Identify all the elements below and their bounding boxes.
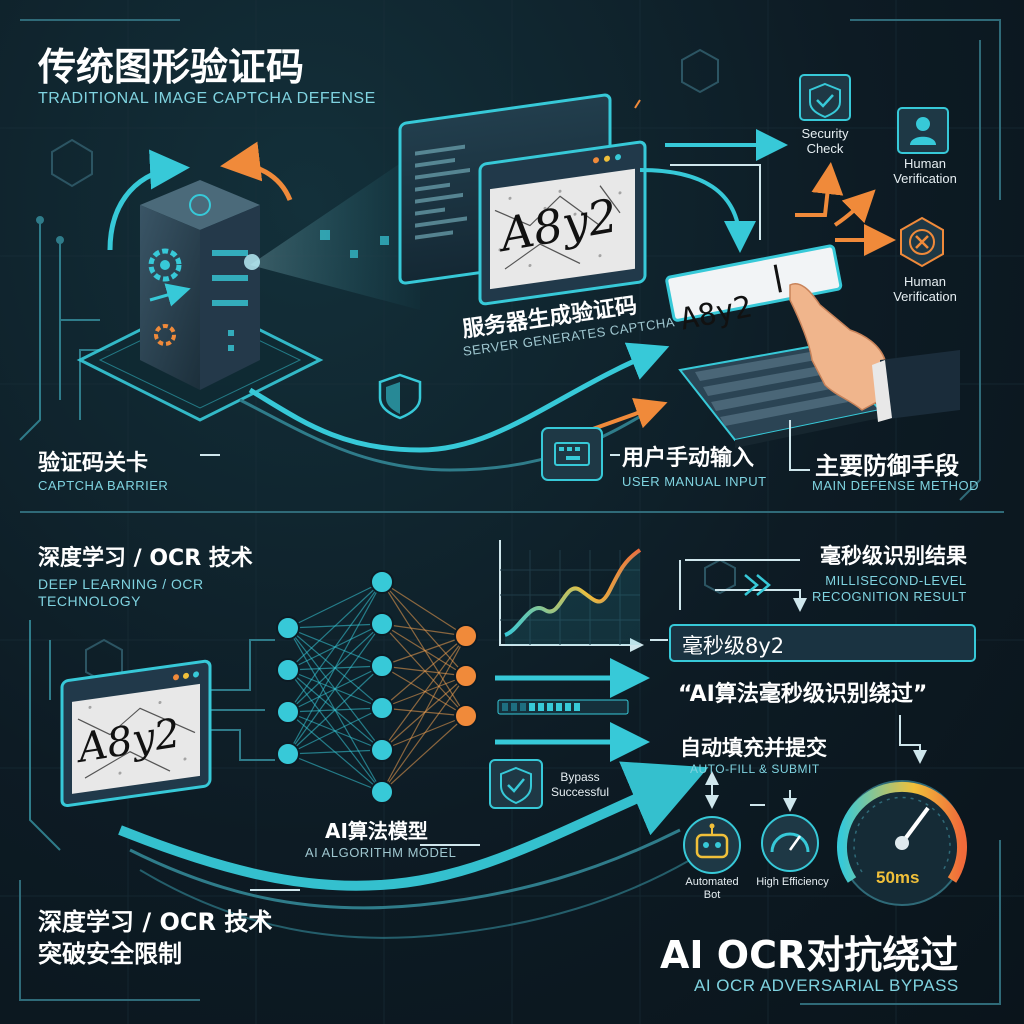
nn-connection xyxy=(287,623,383,755)
nn-node xyxy=(276,658,300,682)
result-box xyxy=(669,624,976,662)
breach-label: 深度学习 / OCR 技术突破安全限制 xyxy=(38,908,273,968)
nn-connection xyxy=(381,581,467,677)
progress-segment xyxy=(574,703,580,711)
manual-input-label: 用户手动输入 xyxy=(622,446,755,471)
captcha-window xyxy=(478,140,647,306)
nn-connection xyxy=(381,623,467,717)
progress-segment xyxy=(502,703,508,711)
nn-connection xyxy=(287,749,383,755)
nn-connection xyxy=(381,665,467,677)
pointing-hand-illustration xyxy=(789,283,960,422)
nn-node xyxy=(454,624,478,648)
user-verification-icon xyxy=(897,107,949,154)
nn-connection xyxy=(381,707,467,717)
top-subtitle: TRADITIONAL IMAGE CAPTCHA DEFENSE xyxy=(38,90,376,107)
nn-connection xyxy=(287,581,383,671)
fast-forward-icon xyxy=(744,574,771,596)
nn-connection xyxy=(381,665,467,717)
nn-node xyxy=(370,738,394,762)
speed-value: 50ms xyxy=(876,868,920,887)
nn-connection xyxy=(287,581,383,755)
nn-connection xyxy=(287,665,383,755)
nn-node xyxy=(370,570,394,594)
speedometer-icon xyxy=(761,814,819,872)
shield-icon xyxy=(378,373,422,420)
nn-connection xyxy=(381,635,467,667)
nn-connection xyxy=(381,715,467,793)
bottom-captcha-window xyxy=(60,659,212,808)
nn-connection xyxy=(287,581,383,629)
nn-connection xyxy=(381,635,467,793)
barrier-label-en: CAPTCHA BARRIER xyxy=(38,478,169,493)
nn-connection xyxy=(381,623,467,677)
top-title: 传统图形验证码 xyxy=(38,45,305,89)
speed-gauge xyxy=(837,780,967,906)
nn-node xyxy=(276,700,300,724)
barrier-label: 验证码关卡 xyxy=(38,451,149,476)
bypass-shield-icon xyxy=(489,759,543,809)
keyboard-icon xyxy=(541,427,603,481)
defense-label-en: MAIN DEFENSE METHOD xyxy=(812,478,979,493)
progress-segment xyxy=(511,703,517,711)
reject-icon xyxy=(900,216,944,268)
main-subtitle: AI OCR ADVERSARIAL BYPASS xyxy=(694,976,959,995)
trend-chart xyxy=(499,540,644,652)
nn-connection xyxy=(381,675,467,793)
progress-segment xyxy=(547,703,553,711)
result-value: 毫秒级8y2 xyxy=(682,634,785,658)
defense-label: 主要防御手段 xyxy=(815,452,959,480)
nn-node xyxy=(454,704,478,728)
progress-segment xyxy=(520,703,526,711)
server-illustration xyxy=(76,141,324,422)
progress-segment xyxy=(529,703,535,711)
captcha-input-box xyxy=(665,244,843,322)
result-label: 毫秒级识别结果 xyxy=(820,544,967,568)
ocr-label: 深度学习 / OCR 技术 xyxy=(38,546,253,571)
nn-connection xyxy=(381,581,467,717)
autofill-label: 自动填充并提交 xyxy=(680,736,827,760)
nn-connection xyxy=(381,623,467,637)
autofill-label-en: AUTO-FILL & SUBMIT xyxy=(690,762,820,776)
neural-network-diagram xyxy=(276,570,478,804)
nn-node xyxy=(454,664,478,688)
main-title: AI OCR对抗绕过 xyxy=(660,933,959,977)
nn-connection xyxy=(381,635,467,709)
nn-node xyxy=(370,654,394,678)
nn-node xyxy=(370,612,394,636)
manual-input-label-en: USER MANUAL INPUT xyxy=(622,474,767,489)
nn-connection xyxy=(287,581,383,713)
progress-segment xyxy=(565,703,571,711)
nn-node xyxy=(370,696,394,720)
nn-connection xyxy=(287,707,383,755)
nn-node xyxy=(276,742,300,766)
progress-bar xyxy=(497,699,629,715)
nn-connection xyxy=(287,753,383,793)
security-check-icon xyxy=(799,74,851,121)
progress-segment xyxy=(538,703,544,711)
efficiency-label: High Efficiency xyxy=(756,876,829,888)
model-label: AI算法模型 xyxy=(325,819,428,843)
nn-connection xyxy=(381,635,467,751)
bypass-quote: “AI算法毫秒级识别绕过” xyxy=(678,682,928,707)
nn-connection xyxy=(381,581,467,637)
robot-icon xyxy=(683,816,741,874)
nn-node xyxy=(276,616,300,640)
progress-segment xyxy=(556,703,562,711)
model-label-en: AI ALGORITHM MODEL xyxy=(305,845,457,860)
nn-node xyxy=(370,780,394,804)
